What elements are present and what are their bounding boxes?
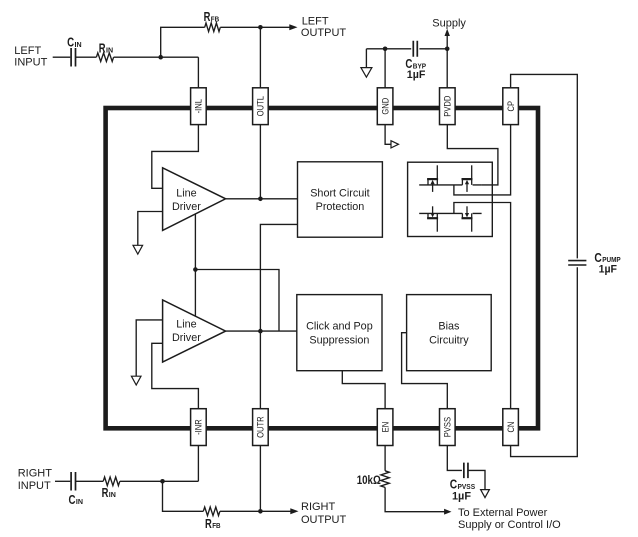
svg-text:Line: Line [176, 187, 196, 199]
svg-text:C: C [450, 478, 457, 492]
svg-text:C: C [69, 493, 76, 507]
svg-text:R: R [99, 41, 106, 55]
svg-text:1µF: 1µF [599, 264, 617, 276]
svg-text:RIGHT: RIGHT [301, 501, 336, 513]
svg-text:LEFT: LEFT [14, 45, 41, 57]
svg-text:1µF: 1µF [407, 69, 426, 81]
svg-text:OUTPUT: OUTPUT [301, 514, 347, 526]
svg-text:C: C [405, 57, 412, 71]
svg-text:BYP: BYP [413, 63, 427, 70]
svg-text:CN: CN [506, 422, 517, 433]
svg-text:PVSS: PVSS [458, 484, 476, 491]
svg-text:1µF: 1µF [452, 490, 471, 502]
svg-text:EN: EN [380, 422, 391, 433]
svg-text:GND: GND [380, 98, 391, 115]
svg-text:FB: FB [211, 16, 219, 23]
svg-text:Line: Line [176, 318, 196, 330]
svg-text:IN: IN [76, 499, 83, 506]
svg-text:Supply or Control I/O: Supply or Control I/O [458, 519, 561, 531]
svg-text:IN: IN [106, 48, 113, 55]
svg-text:10kΩ: 10kΩ [357, 473, 381, 487]
svg-text:R: R [204, 10, 211, 24]
svg-text:INPUT: INPUT [14, 57, 47, 69]
svg-text:RIGHT: RIGHT [18, 468, 53, 480]
svg-text:OUTR: OUTR [256, 416, 267, 438]
svg-text:Driver: Driver [172, 201, 201, 213]
svg-text:PUMP: PUMP [602, 257, 621, 264]
svg-text:IN: IN [75, 42, 82, 49]
svg-text:R: R [205, 517, 212, 531]
svg-text:To External Power: To External Power [458, 507, 548, 519]
svg-text:PVSS: PVSS [443, 417, 454, 437]
svg-text:Bias: Bias [438, 320, 460, 332]
svg-text:OUTPUT: OUTPUT [301, 27, 347, 39]
svg-text:Short Circuit: Short Circuit [310, 187, 369, 199]
svg-text:INPUT: INPUT [18, 480, 51, 492]
svg-text:Circuitry: Circuitry [429, 334, 469, 346]
svg-text:IN: IN [109, 492, 116, 499]
svg-text:FB: FB [212, 523, 220, 530]
svg-text:Click and Pop: Click and Pop [306, 320, 373, 332]
svg-text:OUTL: OUTL [256, 96, 267, 117]
svg-text:Protection: Protection [316, 201, 365, 213]
svg-text:Supply: Supply [432, 17, 466, 29]
svg-text:-INL: -INL [194, 99, 205, 114]
svg-text:C: C [67, 36, 74, 50]
svg-text:Suppression: Suppression [309, 334, 369, 346]
svg-text:C: C [594, 251, 601, 265]
svg-text:LEFT: LEFT [302, 16, 329, 28]
svg-text:PVDD: PVDD [443, 96, 454, 117]
svg-text:-INR: -INR [194, 419, 205, 435]
svg-text:R: R [102, 486, 109, 500]
svg-text:CP: CP [506, 101, 517, 112]
svg-text:Driver: Driver [172, 332, 201, 344]
